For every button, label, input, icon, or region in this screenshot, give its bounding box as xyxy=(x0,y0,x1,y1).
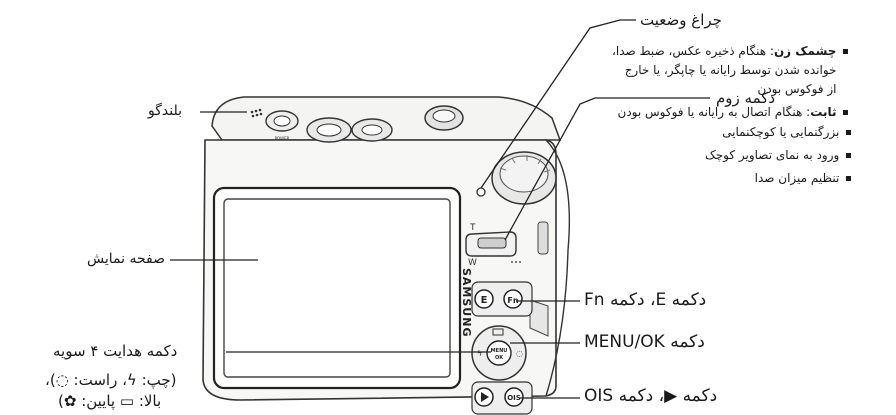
speaker-label: بلندگو xyxy=(148,103,183,119)
play-ois-buttons: OIS xyxy=(471,381,533,415)
status-lamp-label: چراغ وضعیت xyxy=(640,11,722,29)
steady-text: : هنگام اتصال به رایانه یا فوکوس بودن xyxy=(617,105,811,119)
fn-button[interactable] xyxy=(503,289,523,309)
lcd-screen xyxy=(212,186,462,390)
nav-note-line2: بالا: ▭ پایین: ✿) xyxy=(58,392,162,410)
ois-button-text: OIS xyxy=(507,394,521,402)
e-button[interactable] xyxy=(474,289,494,309)
navigation-pad[interactable]: MENU OK ϟ ◌ xyxy=(471,325,527,381)
zoom-w-marker: W xyxy=(468,258,477,268)
status-lamp-notes: چشمک زن: هنگام ذخیره عکس، ضبط صدا، خواند… xyxy=(612,42,849,122)
nav-note-line1: (چپ: ϟ، راست: ◌)، xyxy=(45,371,177,389)
power-text: POWER xyxy=(275,136,290,141)
status-lamp xyxy=(476,187,486,197)
e-button-text: E xyxy=(481,295,488,306)
zoom-note-2: ورود به نمای تصاویر کوچک xyxy=(705,146,852,165)
blink-line1: : هنگام ذخیره عکس، ضبط صدا، xyxy=(612,44,774,58)
ois-button[interactable] xyxy=(504,387,524,407)
svg-text:◌: ◌ xyxy=(516,349,523,358)
zoom-note-3: تنظیم میزان صدا xyxy=(705,169,852,188)
blink-line2: خوانده شدن توسط رایانه یا چاپگر، یا خارج xyxy=(624,63,837,77)
fn-button-text: Fn xyxy=(507,296,518,305)
leader-lines xyxy=(170,19,710,399)
ok-button-text: OK xyxy=(495,355,504,361)
status-blink-item: چشمک زن: هنگام ذخیره عکس، ضبط صدا، xyxy=(612,42,849,61)
speaker-grille xyxy=(250,108,263,118)
screen-label: صفحه نمایش xyxy=(87,251,165,267)
play-ois-button-label: دکمه ▶، دکمه OIS xyxy=(584,386,718,406)
zoom-t-marker: T xyxy=(469,223,476,233)
blink-term: چشمک زن xyxy=(773,44,837,58)
steady-term: ثابت xyxy=(810,105,837,119)
e-fn-buttons: E Fn xyxy=(471,281,533,317)
brand-logo: SAMSUNG xyxy=(460,268,473,337)
e-fn-button-label: دکمه E، دکمه Fn xyxy=(584,290,707,310)
zoom-notes: بزرگنمایی یا کوچکنمایی ورود به نمای تصاو… xyxy=(705,123,852,188)
blink-line3: از فوکوس بودن xyxy=(757,82,837,96)
menu-ok-button-label: دکمه MENU/OK xyxy=(584,332,705,352)
menu-button-text: MENU xyxy=(491,348,508,354)
zoom-lever[interactable]: T W xyxy=(465,223,521,268)
nav-button-label: دکمه هدایت ۴ سویه xyxy=(53,342,178,360)
status-steady-item: ثابت: هنگام اتصال به رایانه یا فوکوس بود… xyxy=(612,103,849,122)
zoom-note-1: بزرگنمایی یا کوچکنمایی xyxy=(705,123,852,142)
zoom-button-label: دکمه زوم xyxy=(716,89,776,107)
svg-text:ϟ: ϟ xyxy=(477,349,482,358)
